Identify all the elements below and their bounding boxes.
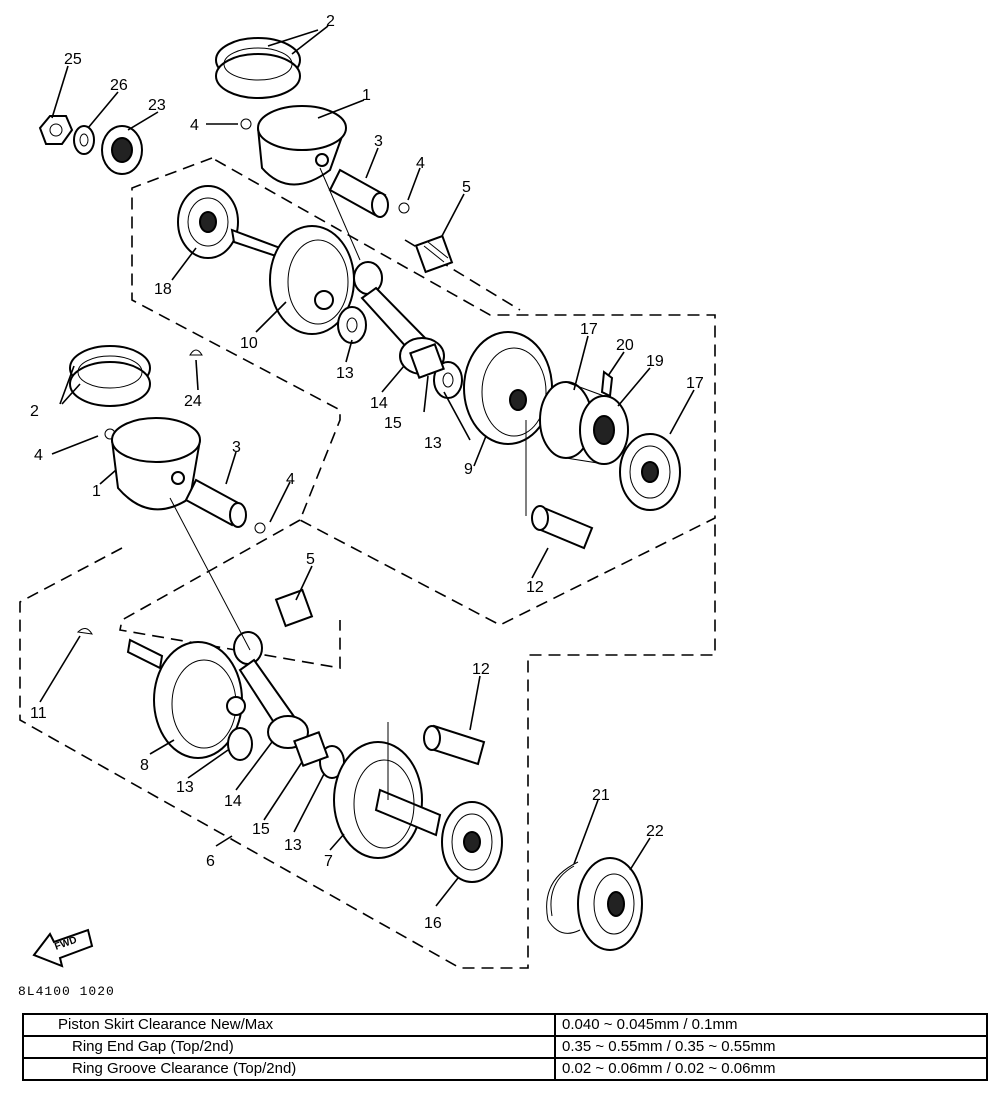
callout-13: 13	[336, 365, 354, 382]
callout-2: 2	[326, 13, 335, 30]
lower-crank-web-right	[333, 741, 442, 859]
woodruff-key-lower	[76, 628, 93, 635]
table-row: Piston Skirt Clearance New/Max 0.040 ~ 0…	[22, 1013, 988, 1037]
callout-6: 6	[206, 853, 215, 870]
callout-12: 12	[472, 661, 490, 678]
crank-washer	[73, 125, 95, 155]
callout-3: 3	[232, 439, 241, 456]
upper-piston	[257, 105, 347, 186]
upper-crank-web-left	[230, 225, 355, 335]
lower-piston	[111, 417, 201, 511]
callout-13: 13	[284, 837, 302, 854]
callout-21: 21	[592, 787, 610, 804]
crank-end-nut	[38, 115, 74, 145]
spec-value: 0.02 ~ 0.06mm / 0.02 ~ 0.06mm	[554, 1057, 988, 1081]
bearing-locating-pin	[600, 370, 614, 398]
callout-8: 8	[140, 757, 149, 774]
upper-crank-assembly-outline	[131, 157, 716, 626]
callout-20: 20	[616, 337, 634, 354]
callout-4: 4	[286, 471, 295, 488]
callout-12: 12	[526, 579, 544, 596]
callout-17: 17	[686, 375, 704, 392]
callout-15: 15	[384, 415, 402, 432]
callout-4: 4	[416, 155, 425, 172]
callout-25: 25	[64, 51, 82, 68]
spec-name: Ring End Gap (Top/2nd)	[22, 1035, 556, 1059]
spec-table: Piston Skirt Clearance New/Max 0.040 ~ 0…	[22, 1013, 988, 1081]
right-oil-seal	[577, 857, 643, 951]
lower-small-end-bearing	[274, 588, 314, 628]
upper-piston-pin	[328, 168, 389, 218]
right-main-bearing	[441, 801, 503, 883]
lower-big-end-bearing	[293, 731, 329, 767]
callout-4: 4	[190, 117, 199, 134]
callout-5: 5	[306, 551, 315, 568]
crankshaft-piston-exploded-diagram: 2 25 26 23 1 4 3 4 5 18 10 13 17 20 19 1…	[19, 13, 716, 969]
callout-22: 22	[646, 823, 664, 840]
circlip	[546, 861, 581, 934]
right-center-bearing	[619, 433, 681, 511]
spec-value: 0.040 ~ 0.045mm / 0.1mm	[554, 1013, 988, 1037]
center-main-bearing	[539, 381, 629, 465]
spec-name: Ring Groove Clearance (Top/2nd)	[22, 1057, 556, 1081]
lower-thrust-washers	[227, 727, 345, 779]
callout-17: 17	[580, 321, 598, 338]
upper-thrust-washers	[337, 306, 463, 399]
callout-14: 14	[224, 793, 242, 810]
callout-26: 26	[110, 77, 128, 94]
spec-name: Piston Skirt Clearance New/Max	[22, 1013, 556, 1037]
callout-7: 7	[324, 853, 333, 870]
callout-24: 24	[184, 393, 202, 410]
left-oil-seal	[101, 125, 143, 175]
callout-14: 14	[370, 395, 388, 412]
lower-piston-rings	[69, 345, 151, 407]
callout-4: 4	[34, 447, 43, 464]
callout-9: 9	[464, 461, 473, 478]
callout-2: 2	[30, 403, 39, 420]
left-main-bearing	[177, 185, 239, 259]
callout-11: 11	[30, 705, 47, 722]
callout-1: 1	[92, 483, 101, 500]
spec-value: 0.35 ~ 0.55mm / 0.35 ~ 0.55mm	[554, 1035, 988, 1059]
lower-crank-web-left	[126, 638, 246, 759]
upper-piston-rings	[215, 37, 301, 99]
callout-numbers: 2 25 26 23 1 4 3 4 5 18 10 13 17 20 19 1…	[30, 13, 704, 932]
table-row: Ring End Gap (Top/2nd) 0.35 ~ 0.55mm / 0…	[22, 1035, 988, 1059]
lower-piston-pin	[184, 478, 247, 528]
lower-crank-pin	[423, 724, 486, 766]
upper-crank-web-right	[463, 331, 553, 445]
upper-small-end-bearing	[414, 234, 454, 274]
woodruff-key-upper	[189, 349, 203, 356]
callout-23: 23	[148, 97, 166, 114]
callout-1: 1	[362, 87, 371, 104]
upper-crank-pin	[531, 505, 594, 550]
callout-19: 19	[646, 353, 664, 370]
callout-10: 10	[240, 335, 258, 352]
callout-16: 16	[424, 915, 442, 932]
callout-3: 3	[374, 133, 383, 150]
callout-5: 5	[462, 179, 471, 196]
callout-13: 13	[424, 435, 442, 452]
table-row: Ring Groove Clearance (Top/2nd) 0.02 ~ 0…	[22, 1057, 988, 1081]
fwd-arrow-icon: FWD	[32, 928, 94, 968]
callout-15: 15	[252, 821, 270, 838]
callout-18: 18	[154, 281, 172, 298]
drawing-code: 8L4100 1020	[18, 984, 115, 999]
callout-13: 13	[176, 779, 194, 796]
leader-lines	[39, 25, 695, 907]
upper-big-end-bearing	[409, 343, 445, 379]
